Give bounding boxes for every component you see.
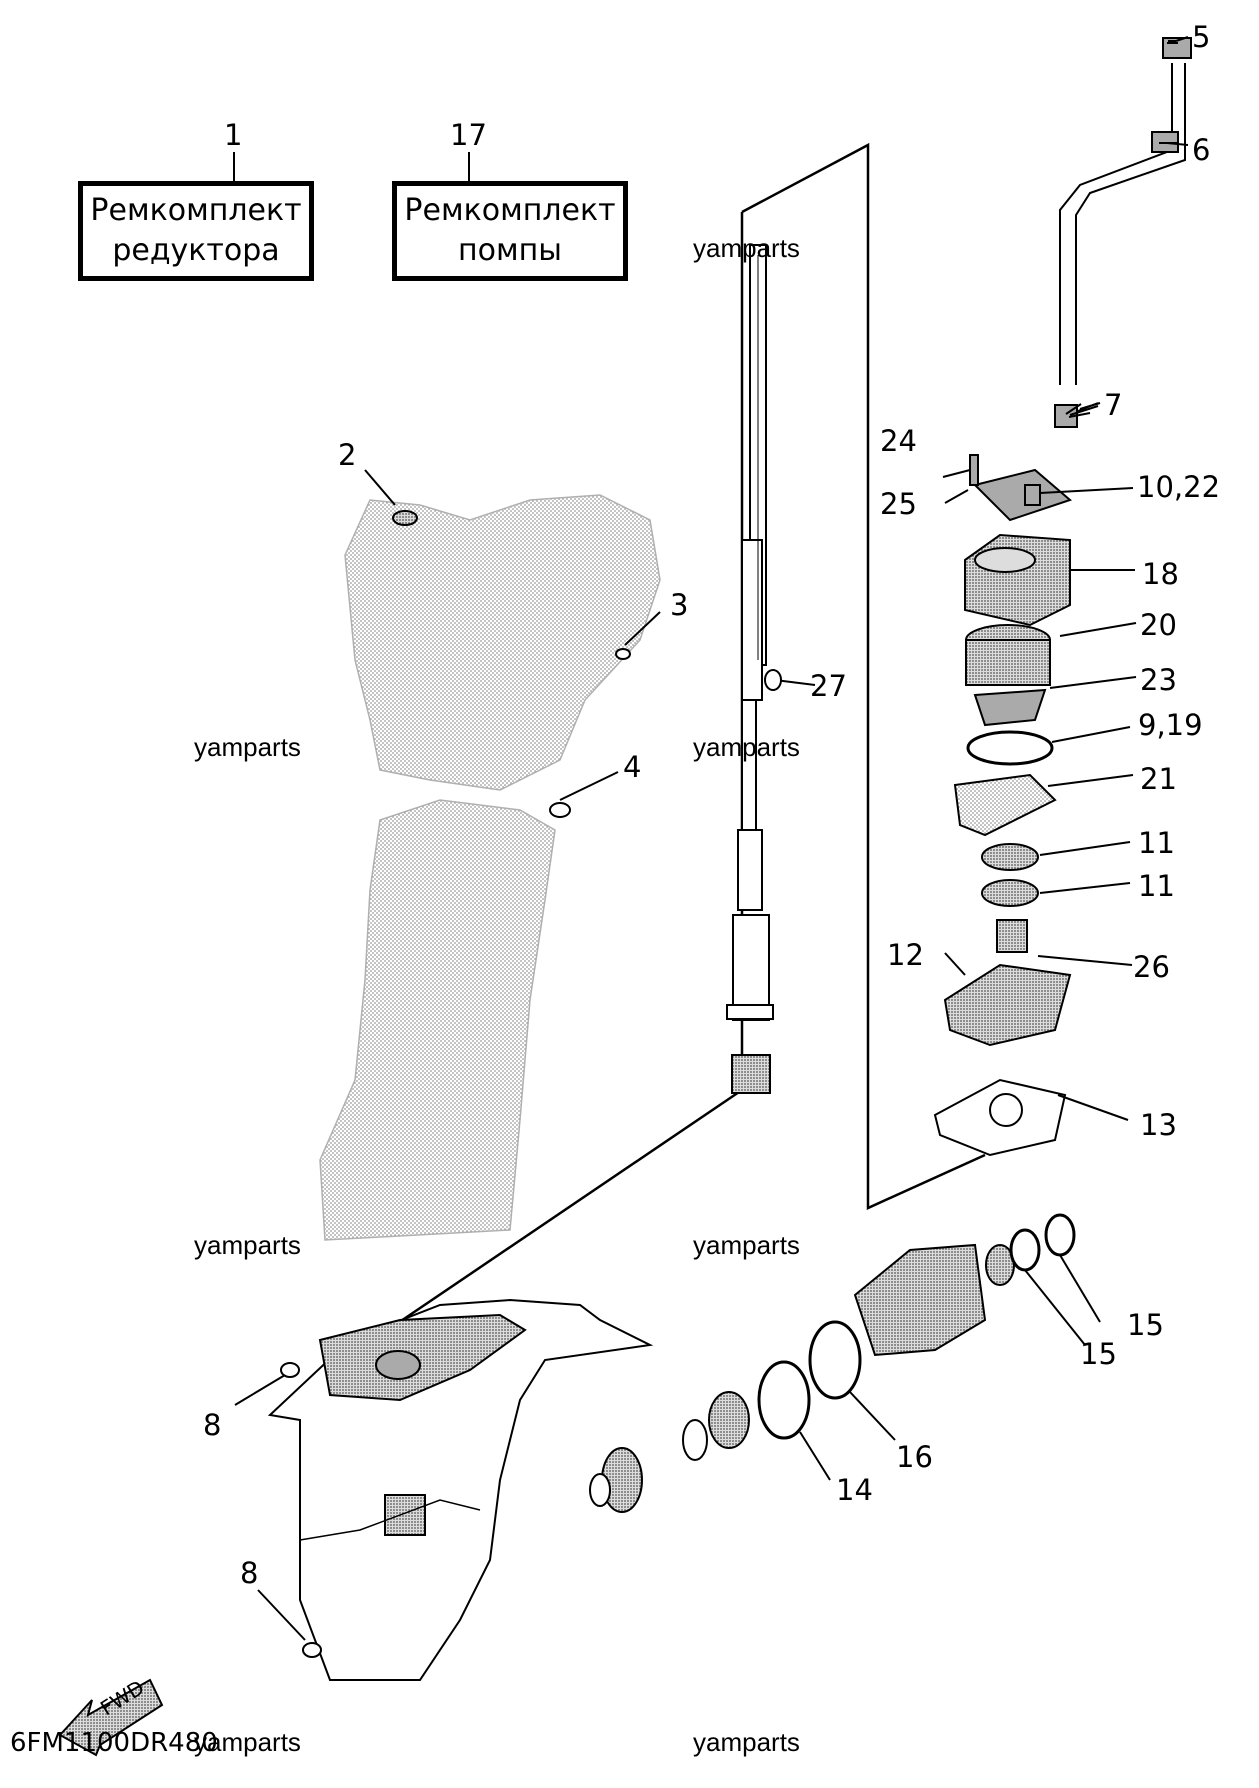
- callout-8-lower: 8: [240, 1556, 259, 1590]
- lower-gearcase: [267, 1298, 654, 1681]
- callout-8-upper: 8: [203, 1408, 222, 1442]
- drive-shaft: [737, 244, 767, 911]
- water-pump-parts: [933, 454, 1072, 1157]
- kit-number-17: 17: [450, 118, 487, 152]
- upper-casing: [319, 494, 661, 1241]
- pump-kit-line2: помпы: [458, 233, 562, 268]
- callout-23: 23: [1140, 663, 1177, 697]
- pump-kit-line1: Ремкомплект: [404, 192, 616, 228]
- watermark-2: yamparts: [194, 732, 301, 762]
- watermark-6: yamparts: [194, 1727, 301, 1757]
- callout-10-22: 10,22: [1137, 470, 1221, 504]
- callout-20: 20: [1140, 608, 1177, 642]
- prop-shaft-housing-group: [589, 1213, 1076, 1513]
- callout-14: 14: [836, 1473, 873, 1507]
- watermark-5: yamparts: [693, 1230, 800, 1260]
- pump-repair-kit-box: Ремкомплект помпы: [392, 181, 628, 281]
- callout-9-19: 9,19: [1138, 708, 1203, 742]
- diagram-code: 6FM1100DR480: [10, 1728, 218, 1758]
- small-seals: [280, 510, 782, 1658]
- gearcase-kit-line1: Ремкомплект: [90, 192, 302, 228]
- watermark-1: yamparts: [693, 233, 800, 263]
- watermark-3: yamparts: [693, 732, 800, 762]
- leader-lines: [233, 36, 1189, 1641]
- callout-5: 5: [1192, 20, 1211, 54]
- gearcase-repair-kit-box: Ремкомплект редуктора: [78, 181, 314, 281]
- callout-25: 25: [880, 487, 917, 521]
- shaft-sleeve: [726, 914, 774, 1094]
- callout-16: 16: [896, 1440, 933, 1474]
- callout-15-left: 15: [1080, 1337, 1117, 1371]
- callout-2: 2: [338, 438, 357, 472]
- watermark-7: yamparts: [693, 1727, 800, 1757]
- callout-27: 27: [810, 669, 847, 703]
- callout-4: 4: [623, 750, 642, 784]
- kit-number-1: 1: [224, 118, 243, 152]
- callout-21: 21: [1140, 762, 1177, 796]
- fwd-arrow-icon: [58, 1678, 164, 1757]
- callout-26: 26: [1133, 950, 1170, 984]
- callout-3: 3: [670, 588, 689, 622]
- callout-15-right: 15: [1127, 1308, 1164, 1342]
- callout-6: 6: [1192, 133, 1211, 167]
- callout-18: 18: [1142, 557, 1179, 591]
- water-tube: [1054, 37, 1192, 428]
- callout-11-lower: 11: [1138, 869, 1175, 903]
- callout-24: 24: [880, 424, 917, 458]
- callout-7: 7: [1104, 388, 1123, 422]
- callout-13: 13: [1140, 1108, 1177, 1142]
- callout-11-upper: 11: [1138, 826, 1175, 860]
- callout-12: 12: [887, 938, 924, 972]
- watermark-4: yamparts: [194, 1230, 301, 1260]
- gearcase-kit-line2: редуктора: [112, 233, 280, 268]
